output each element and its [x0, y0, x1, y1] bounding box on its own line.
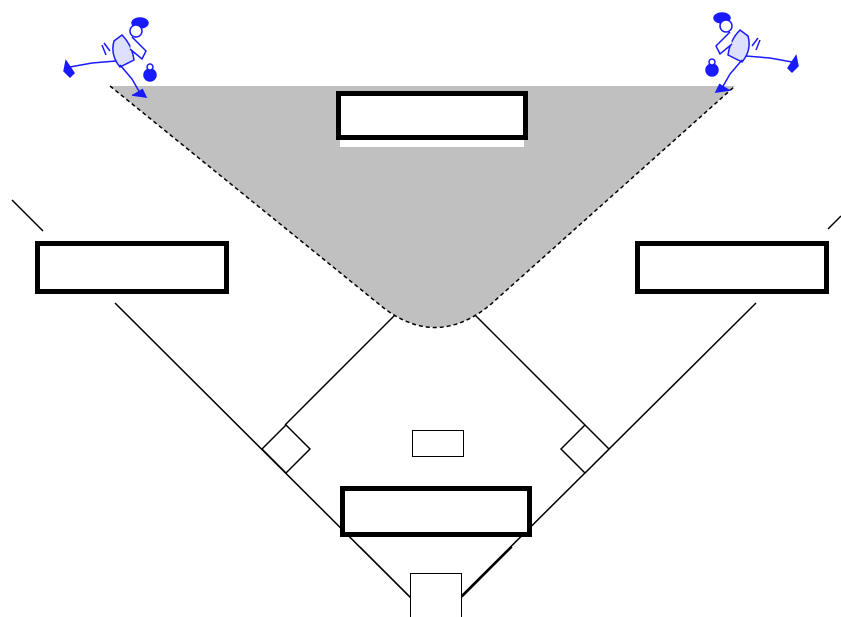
left-label-box: [35, 241, 229, 294]
pitcher-mound-box: [412, 430, 464, 457]
bottom-label-box: [340, 486, 532, 537]
fielder-crouching-icon-right: [706, 13, 798, 92]
infield-line-right: [475, 315, 585, 425]
right-label-box: [635, 241, 829, 294]
third-base: [262, 425, 310, 473]
fielder-crouching-icon-left: [64, 18, 156, 97]
first-base: [561, 425, 609, 473]
batter-line-right: [462, 547, 512, 597]
batter-line-left: [360, 547, 410, 597]
infield-line-left: [285, 315, 395, 425]
home-plate-box: [410, 573, 462, 617]
right-foul-line-upper: [828, 216, 841, 229]
top-label-box: [336, 91, 528, 140]
left-foul-line-upper: [12, 200, 43, 231]
